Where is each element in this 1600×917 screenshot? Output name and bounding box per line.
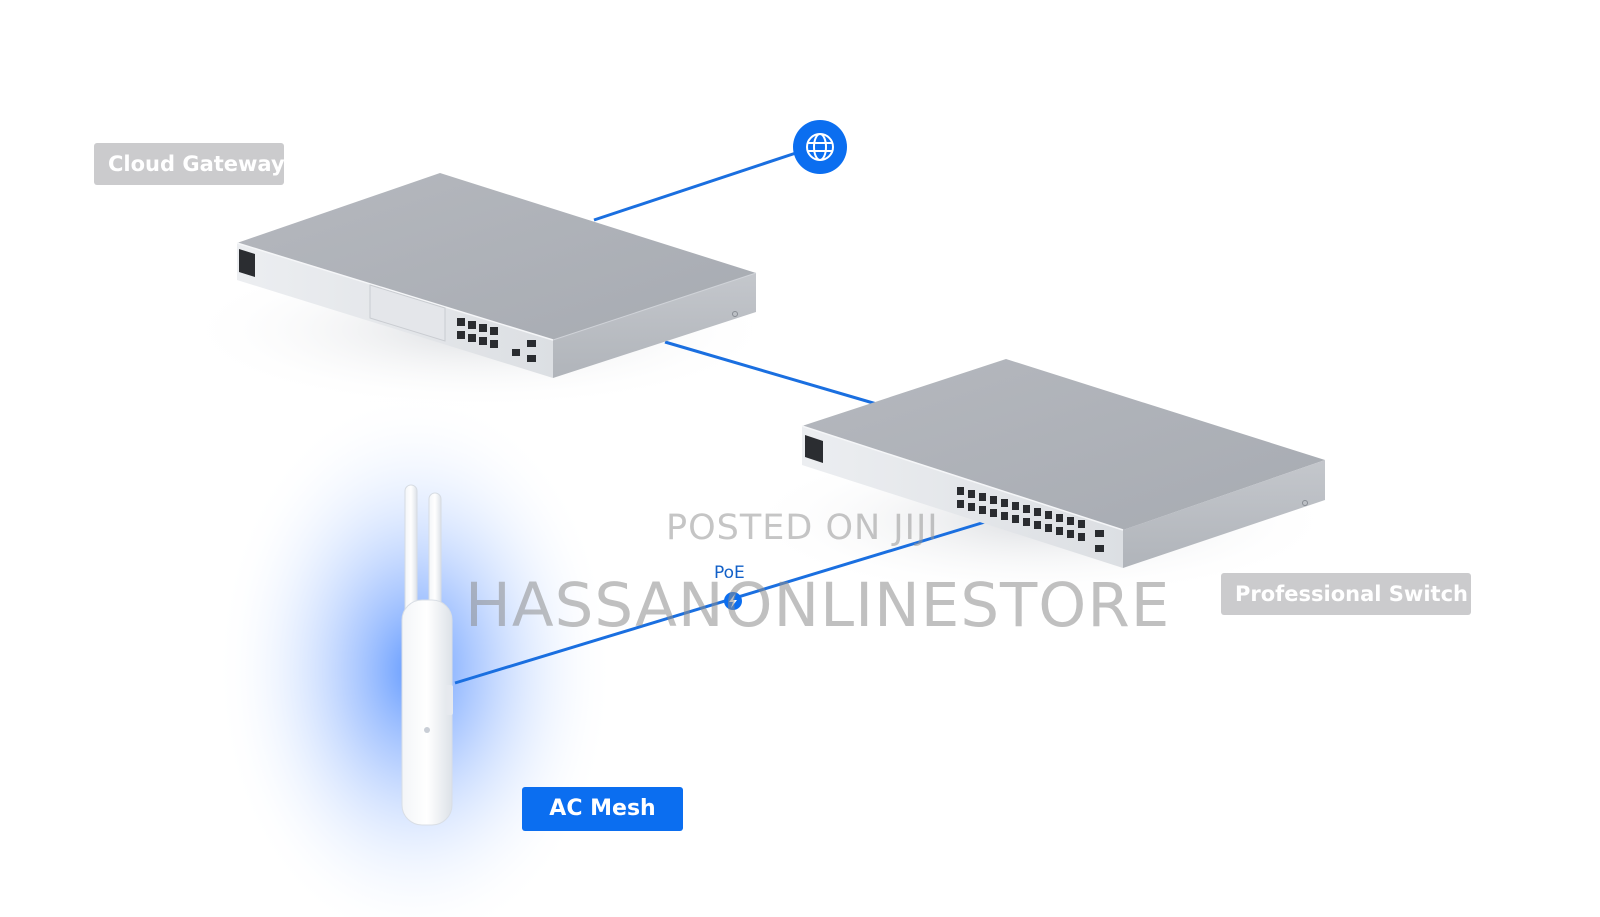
link-gateway-switch (664, 340, 881, 407)
cloud-gateway-label: Cloud Gateway (94, 143, 285, 185)
professional-switch-label: Professional Switch (1221, 573, 1471, 615)
professional-switch-device (801, 359, 1325, 568)
link-switch-ap (454, 520, 986, 685)
lightning-bolt-icon (724, 592, 742, 610)
globe-icon (793, 120, 847, 174)
link-internet-gateway (593, 148, 806, 222)
poe-label: PoE (714, 563, 745, 583)
ac-mesh-label: AC Mesh (522, 787, 683, 831)
watermark-posted: POSTED ON JIJI (666, 508, 939, 548)
cloud-gateway-device (236, 173, 757, 378)
watermark-store: HASSANONLINESTORE (465, 570, 1171, 641)
ac-mesh-device (401, 484, 453, 826)
